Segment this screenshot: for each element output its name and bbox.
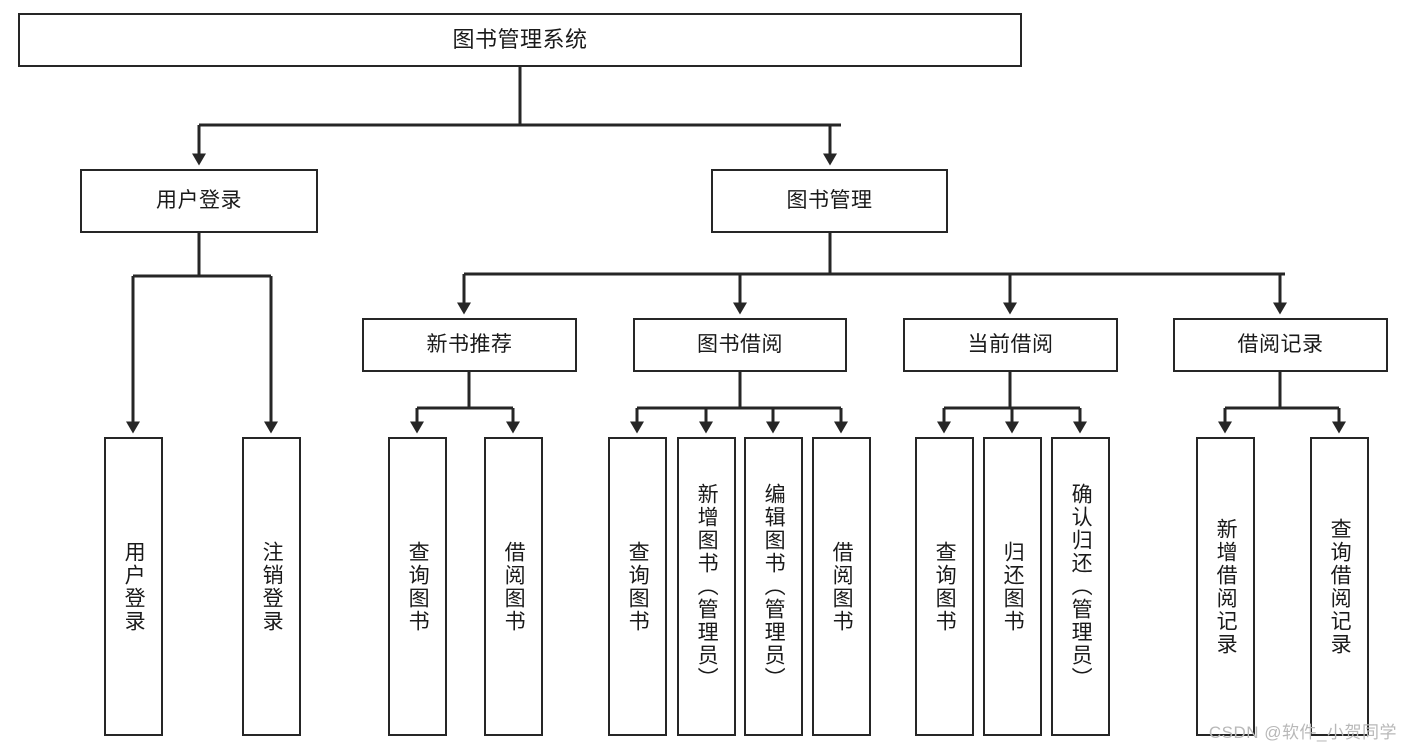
edge-group-new-book-rec [410,372,520,434]
node-book-borrow-label: 图书借阅 [697,333,783,357]
node-new-book-rec-label: 新书推荐 [426,333,513,357]
node-leaf-query-book-rec[interactable]: 查询图书 [388,437,447,736]
node-leaf-borrow-book-rec[interactable]: 借阅图书 [484,437,543,736]
node-current-borrow-label: 当前借阅 [967,333,1054,357]
node-borrow-record-label: 借阅记录 [1237,333,1324,357]
node-leaf-return-book[interactable]: 归还图书 [983,437,1042,736]
node-leaf-query-book-borrow[interactable]: 查询图书 [608,437,667,736]
node-leaf-borrow-book-label: 借阅图书 [830,540,854,633]
node-root[interactable]: 图书管理系统 [18,13,1022,67]
node-user-login-label: 用户登录 [156,189,242,213]
node-leaf-edit-book[interactable]: 编辑图书（管理员） [744,437,803,736]
node-leaf-confirm-return-label: 确认归还（管理员） [1069,483,1093,690]
node-borrow-record[interactable]: 借阅记录 [1173,318,1388,372]
node-leaf-query-book-rec-label: 查询图书 [406,540,430,633]
node-leaf-query-book-current-label: 查询图书 [933,540,957,633]
node-leaf-user-logout-label: 注销登录 [260,540,284,633]
node-leaf-return-book-label: 归还图书 [1001,540,1025,633]
node-leaf-user-login[interactable]: 用户登录 [104,437,163,736]
node-user-login[interactable]: 用户登录 [80,169,318,233]
node-leaf-borrow-book[interactable]: 借阅图书 [812,437,871,736]
node-leaf-add-book-label: 新增图书（管理员） [695,483,719,690]
node-leaf-add-book[interactable]: 新增图书（管理员） [677,437,736,736]
edge-group-root [192,67,841,166]
node-leaf-user-login-label: 用户登录 [122,540,146,633]
node-leaf-confirm-return[interactable]: 确认归还（管理员） [1051,437,1110,736]
node-book-manage[interactable]: 图书管理 [711,169,948,233]
edge-group-user-login [126,233,278,434]
edge-group-current-borrow [937,372,1087,434]
edge-group-book-manage [457,233,1287,315]
node-leaf-add-record-label: 新增借阅记录 [1214,517,1238,656]
node-leaf-user-logout[interactable]: 注销登录 [242,437,301,736]
node-book-manage-label: 图书管理 [786,189,873,213]
node-current-borrow[interactable]: 当前借阅 [903,318,1118,372]
node-leaf-edit-book-label: 编辑图书（管理员） [762,483,786,690]
edge-group-borrow-record [1218,372,1346,434]
node-leaf-borrow-book-rec-label: 借阅图书 [502,540,526,633]
node-new-book-rec[interactable]: 新书推荐 [362,318,577,372]
edge-group-book-borrow [630,372,848,434]
csdn-watermark: CSDN @软件_小贺同学 [1208,723,1397,742]
node-leaf-query-book-current[interactable]: 查询图书 [915,437,974,736]
node-leaf-query-record[interactable]: 查询借阅记录 [1310,437,1369,736]
node-book-borrow[interactable]: 图书借阅 [633,318,847,372]
node-leaf-query-record-label: 查询借阅记录 [1328,517,1352,656]
node-leaf-add-record[interactable]: 新增借阅记录 [1196,437,1255,736]
node-leaf-query-book-borrow-label: 查询图书 [626,540,650,633]
node-root-label: 图书管理系统 [452,26,588,52]
